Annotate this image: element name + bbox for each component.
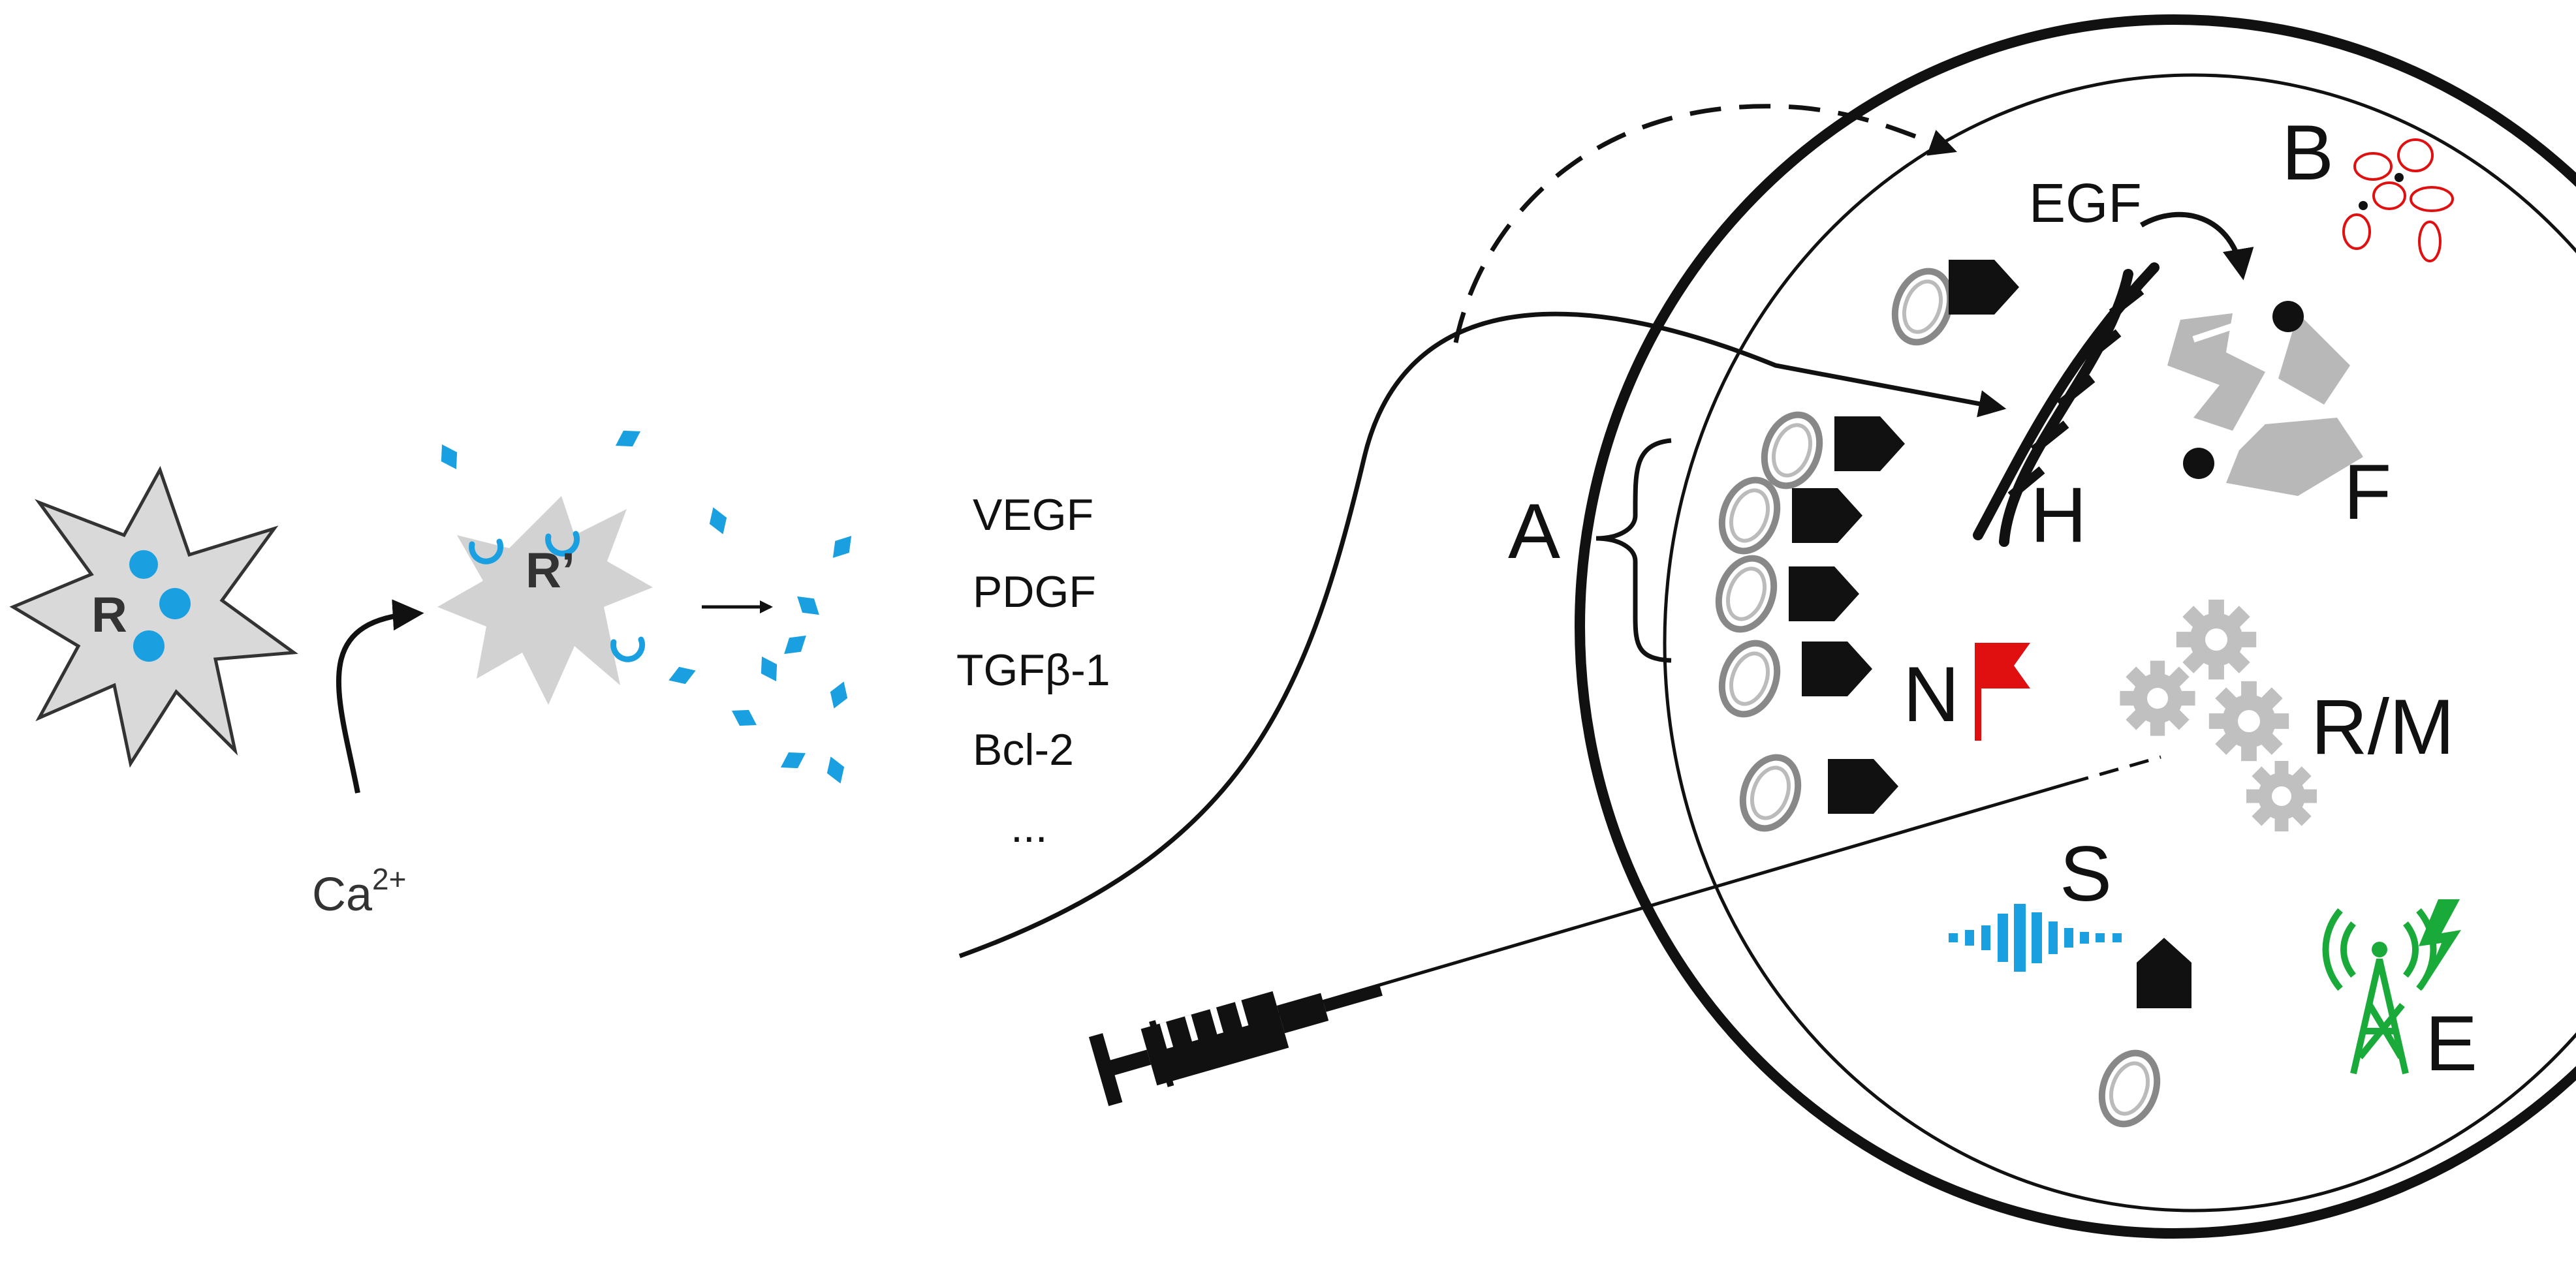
growth-factor-tags: [1789, 260, 2191, 1008]
factor-bcl2: Bcl-2: [973, 725, 1074, 775]
activated-cell-label: R’: [526, 543, 575, 598]
resting-cell-label: R: [91, 587, 127, 643]
gears-icon: [2120, 599, 2317, 831]
label-H: H: [2030, 471, 2087, 559]
factor-vegf: VEGF: [973, 490, 1093, 540]
resting-cell: R: [9, 465, 298, 768]
activated-cell: R’: [437, 496, 653, 705]
dna-helix-icon: [1973, 262, 2160, 547]
factor-pdgf: PDGF: [973, 567, 1096, 617]
factor-tgfb1: TGFβ-1: [956, 645, 1110, 695]
resting-cell-body: [9, 465, 298, 768]
red-blood-cells-icon: [2342, 138, 2454, 262]
activated-cell-body: [437, 496, 653, 705]
wound-inner-boundary: [1663, 73, 2576, 1213]
bracket-A: [1595, 438, 1672, 663]
degranulated-vesicle: [614, 640, 642, 659]
label-E: E: [2425, 1000, 2477, 1087]
sound-wave-icon: [1949, 904, 2122, 972]
lightning-icon: [2419, 899, 2461, 991]
syringe-icon: [1088, 755, 2161, 1106]
factor-ellipsis: ...: [1011, 802, 1048, 852]
dashed-arrow: [1453, 104, 1957, 343]
delivery-curve: [958, 311, 2007, 959]
flag-icon: [1975, 643, 2030, 741]
label-RM: R/M: [2311, 683, 2455, 771]
label-S: S: [2060, 830, 2112, 918]
label-A: A: [1508, 487, 1560, 575]
resting-granule: [133, 630, 165, 662]
growth-factor-list: VEGF PDGF TGFβ-1 Bcl-2 ...: [956, 490, 1110, 852]
wound-outer-boundary: [1575, 14, 2576, 1239]
egf-arrow: [2139, 211, 2254, 281]
label-B: B: [2282, 109, 2334, 196]
resting-granule: [129, 550, 158, 579]
calcium-label: Ca2+: [312, 862, 407, 921]
antenna-tower-icon: [2322, 908, 2437, 1075]
calcium-arrow: [336, 599, 424, 794]
label-N: N: [1903, 651, 1960, 738]
fibers-icon: [2167, 301, 2363, 496]
label-egf: EGF: [2029, 172, 2142, 234]
resting-granule: [159, 588, 191, 619]
label-F: F: [2344, 448, 2391, 536]
